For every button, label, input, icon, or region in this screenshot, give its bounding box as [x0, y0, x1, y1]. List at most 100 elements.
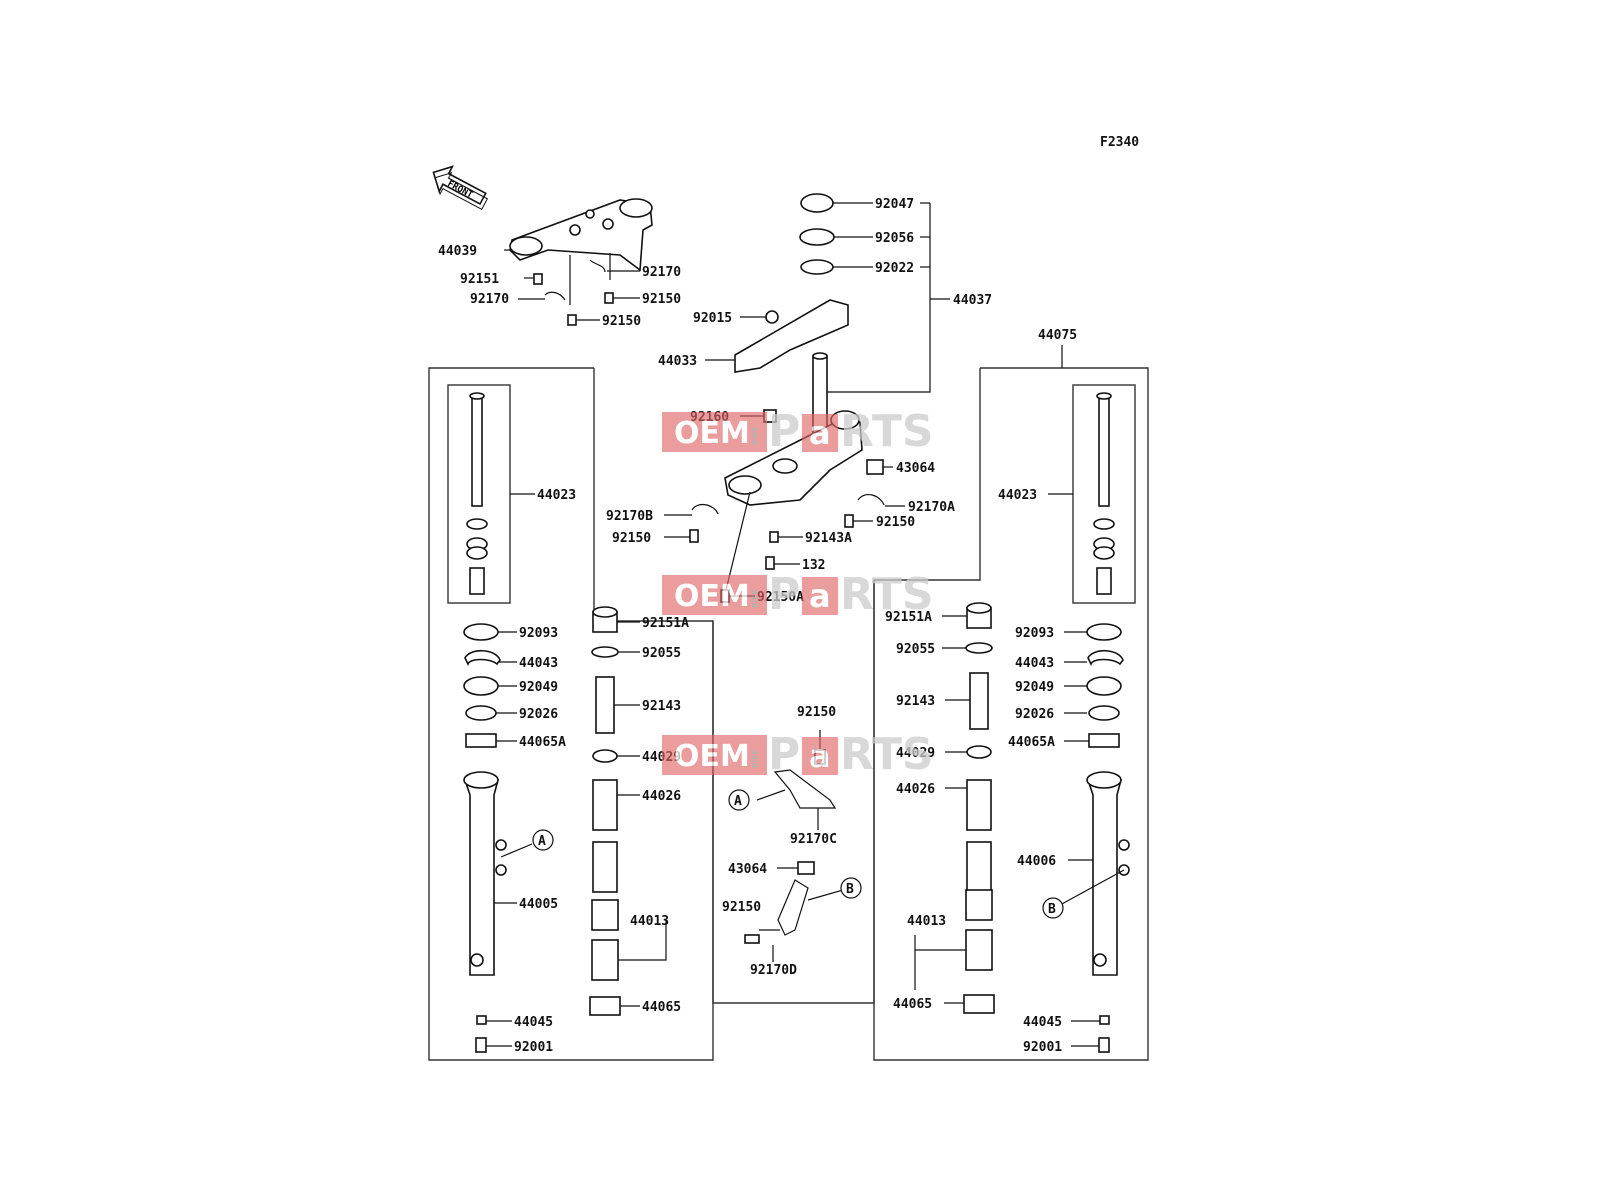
part-label: 92170: [642, 265, 681, 280]
part-label: 44013: [907, 914, 946, 929]
watermark-part2: BIKE: [751, 590, 759, 608]
part-label: 44075: [1038, 328, 1077, 343]
part-label: 92170B: [606, 509, 653, 524]
part-label: 92170D: [750, 963, 797, 978]
bolt-part: [533, 273, 614, 326]
stem-nut-part: [800, 193, 834, 213]
bolt-part: [765, 556, 775, 570]
bolt-part: [769, 531, 779, 543]
part-label: 92151A: [642, 616, 689, 631]
watermark-p: P: [768, 406, 800, 457]
svg-text:B: B: [1048, 902, 1056, 917]
part-label: 92170C: [790, 832, 837, 847]
clip-part: [544, 291, 566, 301]
part-label: 92170A: [908, 500, 955, 515]
watermark-part1: OEM: [674, 416, 750, 451]
part-label: 44037: [953, 293, 992, 308]
figure-code: F2340: [1100, 135, 1139, 150]
part-label: 92150: [797, 705, 836, 720]
part-label: 92150: [602, 314, 641, 329]
part-label: 44065: [893, 997, 932, 1012]
front-arrow-icon: FRONT: [432, 165, 489, 211]
part-label: 92143: [896, 694, 935, 709]
left-fork-parts: [463, 392, 507, 1053]
part-label: 92055: [896, 642, 935, 657]
part-label: 44013: [630, 914, 669, 929]
watermark-part4: RTS: [840, 569, 934, 620]
part-label: 92049: [1015, 680, 1054, 695]
svg-text:B: B: [846, 882, 854, 897]
spacer-part: [866, 459, 884, 475]
svg-text:A: A: [734, 794, 742, 809]
watermark-part3: a: [809, 577, 831, 615]
part-label: 92150: [642, 292, 681, 307]
part-label: 43064: [896, 461, 935, 476]
part-label: 92015: [693, 311, 732, 326]
cover-plate-part: [734, 299, 849, 373]
part-label: 92093: [519, 626, 558, 641]
left-middle-fork-parts: [589, 606, 621, 1016]
part-labels: 44039 92151 92170 92170 92150 92150 9204…: [438, 197, 1077, 1055]
part-label: 44023: [537, 488, 576, 503]
watermark-part2: BIKE: [751, 750, 759, 768]
part-label: 92093: [1015, 626, 1054, 641]
right-fork-assembly-box: [873, 367, 1149, 1061]
watermark-p: P: [768, 729, 800, 780]
part-label: 44045: [514, 1015, 553, 1030]
watermark-logo: OEM BIKE P a RTS: [662, 569, 934, 620]
stem-washer-part: [800, 259, 834, 275]
right-fork-parts: [1086, 392, 1130, 1053]
part-label: 44043: [519, 656, 558, 671]
part-label: 43064: [728, 862, 767, 877]
callout-a-center: A: [728, 789, 750, 811]
part-label: 44026: [642, 789, 681, 804]
part-label: 92026: [519, 707, 558, 722]
part-label: 44043: [1015, 656, 1054, 671]
bolt-part: [844, 514, 854, 528]
part-label: 92143A: [805, 531, 852, 546]
clip-part: [589, 259, 606, 273]
watermark-part4: RTS: [840, 406, 934, 457]
part-label: 92150A: [757, 590, 804, 605]
part-label: 132: [802, 558, 825, 573]
part-label: 44029: [896, 746, 935, 761]
part-label: 44039: [438, 244, 477, 259]
part-label: 44065A: [519, 735, 566, 750]
part-label: 44006: [1017, 854, 1056, 869]
watermark-part2: BIKE: [751, 427, 759, 445]
bolt-part: [689, 529, 699, 543]
part-label: 92170: [470, 292, 509, 307]
part-label: 92022: [875, 261, 914, 276]
part-label: 92056: [875, 231, 914, 246]
callout-b-right: B: [1042, 897, 1064, 919]
part-label: 92150: [722, 900, 761, 915]
part-label: 44005: [519, 897, 558, 912]
part-label: 92151A: [885, 610, 932, 625]
watermark-logo: OEM BIKE P a RTS: [662, 729, 934, 780]
part-label: 92049: [519, 680, 558, 695]
watermark-part3: a: [809, 414, 831, 452]
center-box: [712, 580, 875, 1004]
part-label: 92150: [612, 531, 651, 546]
right-middle-fork-parts: [963, 602, 995, 1014]
clip-part: [691, 503, 719, 515]
part-label: 92151: [460, 272, 499, 287]
svg-text:A: A: [538, 834, 546, 849]
clip-part: [857, 493, 885, 506]
part-label: 92001: [1023, 1040, 1062, 1055]
part-label: 92150: [876, 515, 915, 530]
part-label: 44065: [642, 1000, 681, 1015]
watermark-p: P: [768, 569, 800, 620]
watermark-logo: OEM BIKE P a RTS: [662, 406, 934, 457]
part-label: 92143: [642, 699, 681, 714]
watermark-part3: a: [809, 737, 831, 775]
stem-washer-part: [799, 228, 835, 246]
part-label: 44033: [658, 354, 697, 369]
callout-b-center: B: [840, 877, 862, 899]
part-label: 44026: [896, 782, 935, 797]
watermark-part1: OEM: [674, 579, 750, 614]
part-label: 44023: [998, 488, 1037, 503]
part-label: 92026: [1015, 707, 1054, 722]
